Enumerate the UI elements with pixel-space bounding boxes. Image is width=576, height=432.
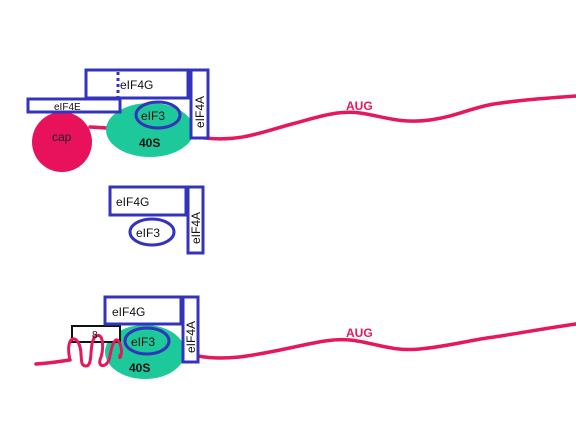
panel-1-eif4e-box bbox=[26, 97, 122, 114]
panel-2-eif3-oval bbox=[128, 217, 176, 247]
panel-3-eif4g-box bbox=[103, 295, 183, 326]
panel-1-eif4g-label: eIF4G bbox=[120, 78, 153, 92]
panel-3-40s-label: 40S bbox=[129, 361, 150, 375]
panel-1-cap-circle bbox=[32, 112, 92, 172]
panel-3-eif4a-box bbox=[181, 295, 200, 364]
panel-1-aug-label: AUG bbox=[346, 99, 373, 113]
panel-3-eif4a-label: eIF4A bbox=[184, 321, 198, 353]
panel-1-eif4e-label: eIF4E bbox=[54, 102, 81, 113]
panel-1-40s-label: 40S bbox=[139, 136, 160, 150]
panel-1-eif4g-box bbox=[84, 68, 190, 100]
panel-3-small-box bbox=[71, 325, 121, 343]
panel-2: eIF4G eIF3 eIF4A bbox=[108, 185, 205, 255]
panel-1-eif3-oval bbox=[134, 100, 182, 130]
panel-3-box-label: 8 bbox=[92, 330, 98, 341]
panel-1: eIF4G eIF4E eIF3 40S cap eIF4A AUG bbox=[26, 68, 576, 172]
panel-1-40s-ribosome bbox=[106, 103, 194, 157]
panel-3-eif3-label: eIF3 bbox=[131, 335, 155, 349]
panel-2-eif3-label: eIF3 bbox=[136, 226, 160, 240]
panel-3-mrna-loops bbox=[67, 333, 123, 368]
panel-1-eif4a-label: eIF4A bbox=[193, 96, 207, 128]
panel-3: eIF4G 8 eIF3 40S eIF4A AUG bbox=[34, 295, 576, 379]
panel-1-eif4a-box bbox=[189, 68, 210, 140]
panel-2-eif4g-box bbox=[108, 185, 188, 217]
panel-2-eif4a-box bbox=[186, 185, 205, 255]
panel-3-eif3-oval bbox=[123, 326, 171, 356]
panel-1-eif3-label: eIF3 bbox=[141, 109, 165, 123]
panel-3-aug-label: AUG bbox=[346, 326, 373, 340]
panel-2-eif4g-label: eIF4G bbox=[116, 195, 149, 209]
panel-1-cap-label: cap bbox=[52, 130, 72, 144]
panel-3-eif4g-label: eIF4G bbox=[112, 305, 145, 319]
panel-2-eif4a-label: eIF4A bbox=[189, 212, 203, 244]
